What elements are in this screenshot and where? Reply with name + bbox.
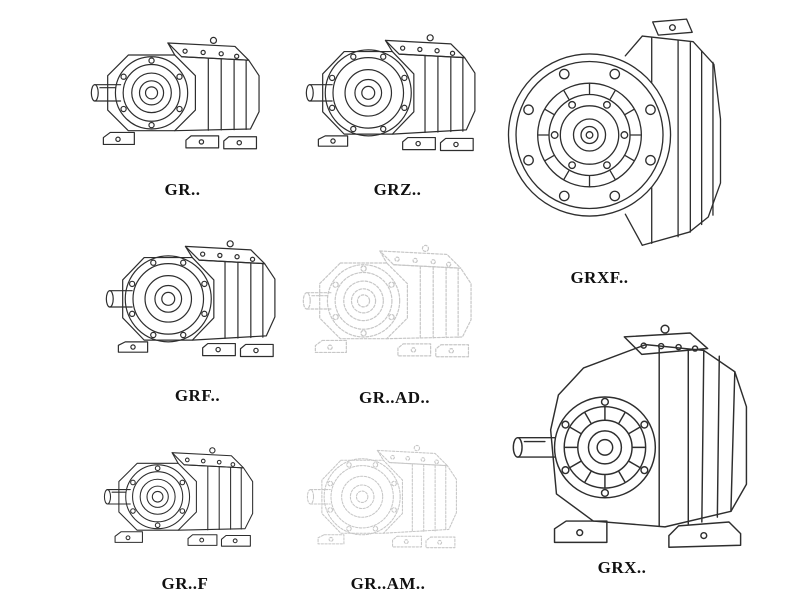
figure-gr-ad: GR..AD..	[292, 214, 497, 408]
gearbox-gr-f-drawing	[85, 420, 285, 572]
figure-label-gr-am: GR..AM..	[350, 574, 426, 593]
figure-label-gr-f: GR..F	[161, 574, 209, 593]
figure-grxf: GRXF..	[500, 4, 745, 288]
figure-label-gr: GR..	[164, 180, 201, 199]
figure-label-grx: GRX..	[597, 558, 647, 577]
figure-label-grz: GRZ..	[373, 180, 422, 199]
figure-label-gr-ad: GR..AD..	[358, 388, 431, 407]
gearbox-grf-drawing	[95, 212, 300, 384]
figure-gr: GR..	[80, 6, 285, 200]
gearbox-grxf-drawing	[500, 4, 745, 266]
gearbox-grx-drawing	[495, 302, 773, 554]
figure-grz: GRZ..	[295, 6, 500, 200]
figure-grx: GRX..	[495, 302, 773, 578]
figure-label-grf: GRF..	[174, 386, 221, 405]
gearbox-gr-drawing	[80, 6, 285, 178]
figure-gr-f: GR..F	[85, 420, 285, 594]
figure-gr-am: GR..AM..	[288, 420, 488, 594]
gearbox-grz-drawing	[295, 6, 500, 178]
figure-label-grxf: GRXF..	[570, 268, 629, 287]
gearbox-gr-ad-drawing	[292, 214, 497, 386]
gearbox-gr-am-drawing	[288, 420, 488, 572]
figure-grf: GRF..	[95, 212, 300, 406]
